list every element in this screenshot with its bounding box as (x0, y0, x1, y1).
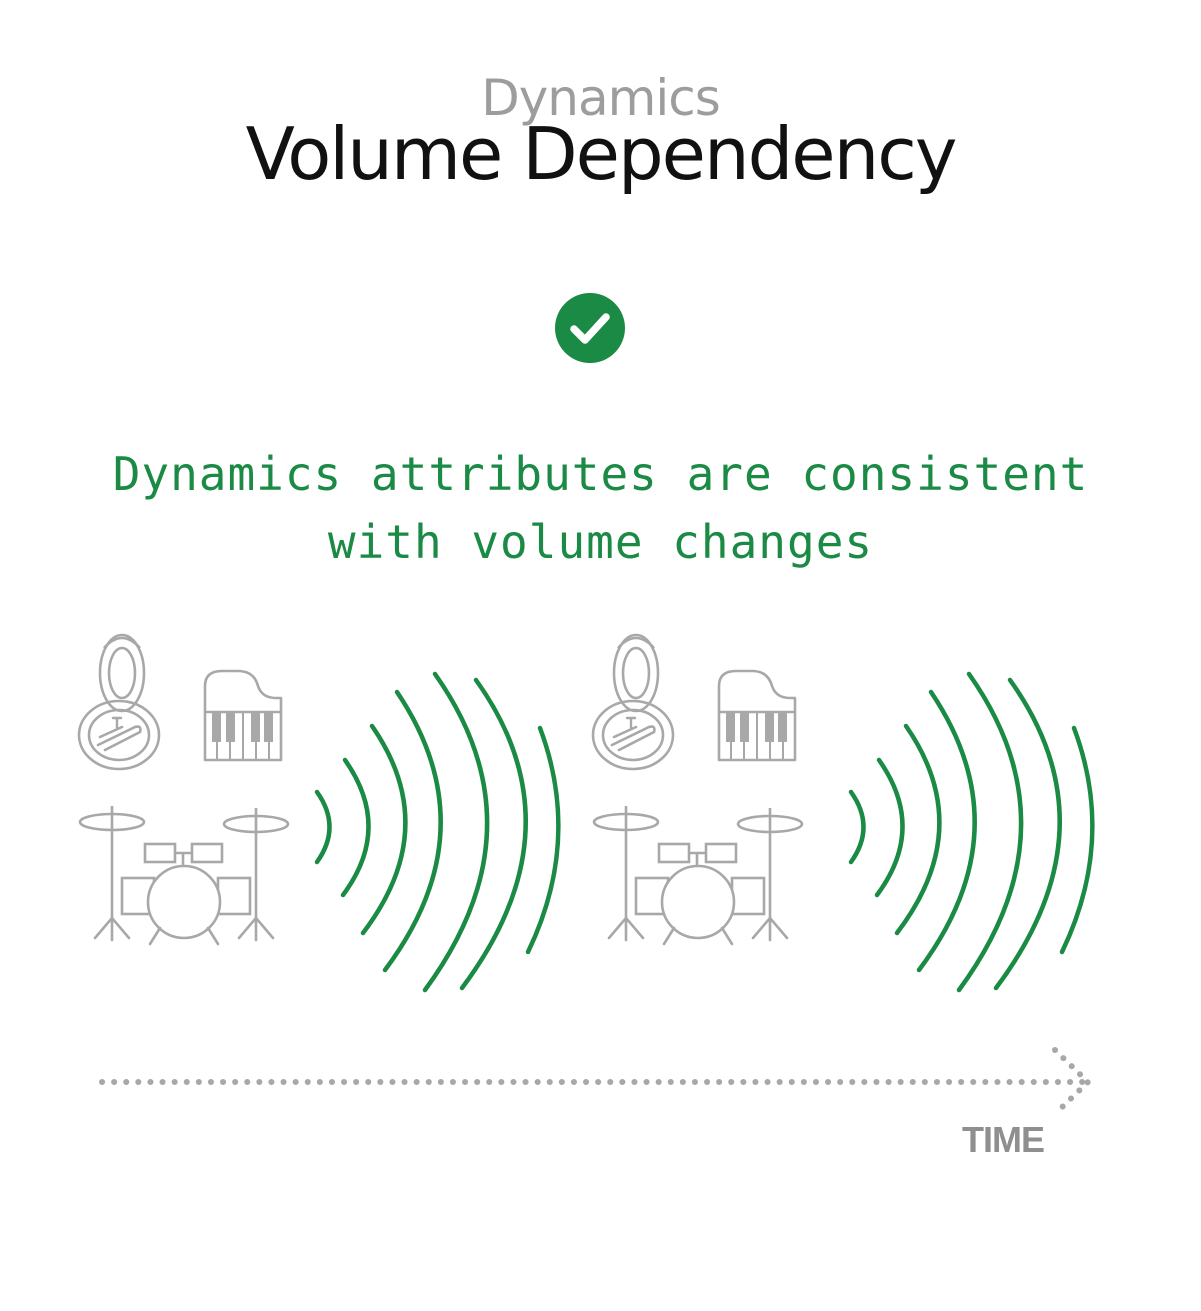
piano-icon (203, 669, 283, 762)
sound-waves-icon (317, 674, 558, 990)
sousaphone-icon (591, 633, 675, 771)
check-circle-icon (555, 293, 625, 363)
ensemble-2 (591, 633, 1092, 990)
ensemble-1 (77, 633, 558, 990)
page-supertitle: Dynamics (481, 69, 721, 127)
sound-waves-icon (851, 674, 1092, 990)
piano-icon (717, 669, 797, 762)
drum-kit-icon (592, 804, 804, 946)
drum-kit-icon (78, 804, 290, 946)
sousaphone-icon (77, 633, 161, 771)
caption-line-2: with volume changes (327, 515, 874, 569)
timeline-arrow (99, 1047, 1091, 1117)
time-axis-label: TIME (962, 1119, 1045, 1160)
caption-line-1: Dynamics attributes are consistent (112, 447, 1089, 501)
page-title: Volume Dependency (245, 112, 958, 196)
caption: Dynamics attributes are consistent with … (0, 440, 1201, 576)
